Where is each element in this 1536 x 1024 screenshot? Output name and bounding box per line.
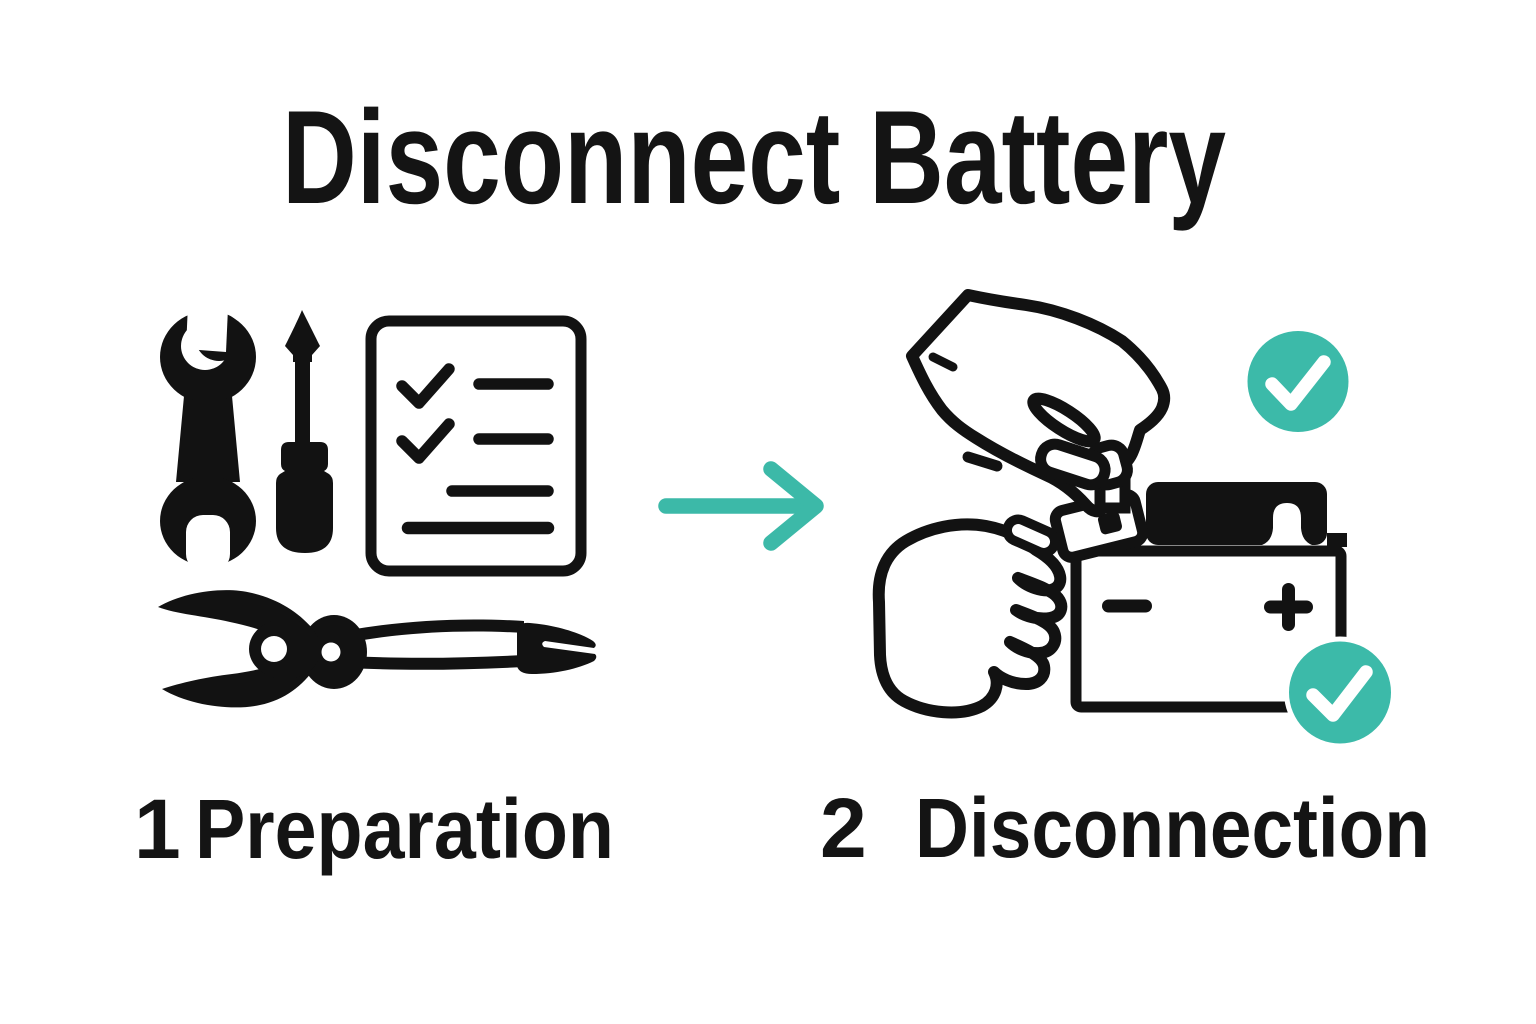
svg-text:2: 2: [820, 781, 867, 875]
svg-text:Disconnection: Disconnection: [915, 781, 1430, 875]
svg-text:Preparation: Preparation: [195, 782, 614, 876]
svg-text:Disconnect Battery: Disconnect Battery: [282, 84, 1226, 232]
svg-text:1: 1: [134, 782, 181, 876]
